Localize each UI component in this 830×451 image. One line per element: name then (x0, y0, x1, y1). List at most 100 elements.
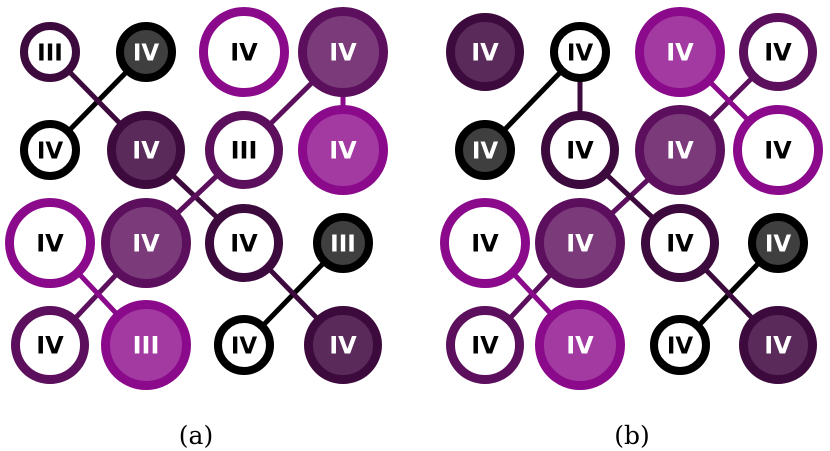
node-label: IV (666, 39, 694, 67)
node-label: IV (567, 40, 594, 66)
node-label: IV (566, 332, 594, 360)
lattice-node: IV (455, 120, 515, 180)
node-circle (101, 300, 191, 390)
node-label: IV (329, 332, 357, 360)
panel-a: III IV IV IV IV IV III IV IV IV IV III IV III IV IV (5, 7, 388, 390)
node-label: IV (133, 40, 160, 66)
lattice-node: IV (214, 315, 274, 375)
node-circle (535, 198, 625, 288)
node-circle (641, 204, 719, 282)
lattice-node: IV (205, 204, 283, 282)
lattice-node: IV (116, 22, 176, 82)
node-label: IV (329, 39, 357, 67)
node-circle (205, 204, 283, 282)
node-circle (11, 306, 89, 384)
node-label: IV (765, 231, 792, 257)
lattice-node: IV (107, 111, 185, 189)
node-circle (199, 7, 289, 97)
node-circle (446, 306, 524, 384)
node-circle (535, 300, 625, 390)
node-label: IV (132, 137, 160, 165)
lattice-node: IV (739, 306, 817, 384)
node-label: IV (230, 230, 258, 258)
lattice-node: IV (541, 111, 619, 189)
node-circle (650, 315, 710, 375)
node-label: III (37, 40, 63, 66)
node-circle (20, 120, 80, 180)
node-label: IV (764, 39, 792, 67)
node-label: IV (231, 333, 258, 359)
lattice-node: IV (20, 120, 80, 180)
lattice-node: IV (298, 105, 388, 195)
lattice-node: III (20, 22, 80, 82)
node-label: IV (36, 230, 64, 258)
lattice-node: IV (635, 105, 725, 195)
lattice-node: IV (446, 13, 524, 91)
node-label: IV (132, 230, 160, 258)
lattice-node: III (101, 300, 191, 390)
lattice-node: IV (535, 198, 625, 288)
node-label: IV (566, 137, 594, 165)
lattice-node: IV (11, 306, 89, 384)
lattice-node: IV (535, 300, 625, 390)
node-label: III (231, 137, 258, 165)
lattice-node: IV (641, 204, 719, 282)
node-circle (205, 111, 283, 189)
node-label: IV (230, 39, 258, 67)
panel-a-caption: (a) (179, 421, 213, 450)
node-circle (455, 120, 515, 180)
lattice-node: IV (733, 105, 823, 195)
node-circle (101, 198, 191, 288)
node-label: IV (666, 137, 694, 165)
panel-b-caption: (b) (614, 421, 650, 450)
node-circle (298, 7, 388, 97)
lattice-node: IV (440, 198, 530, 288)
lattice-node: IV (5, 198, 95, 288)
node-label: III (330, 231, 356, 257)
node-circle (550, 22, 610, 82)
lattice-node: IV (550, 22, 610, 82)
node-label: IV (471, 332, 499, 360)
lattice-node: IV (650, 315, 710, 375)
lattice-node: IV (748, 213, 808, 273)
node-label: IV (566, 230, 594, 258)
node-circle (541, 111, 619, 189)
node-label: IV (764, 137, 792, 165)
node-label: IV (667, 333, 694, 359)
node-circle (440, 198, 530, 288)
node-label: III (133, 332, 160, 360)
lattice-node: IV (101, 198, 191, 288)
panel-b: IV IV IV IV IV IV IV IV IV IV IV IV IV IV IV IV (440, 7, 823, 390)
node-circle (635, 105, 725, 195)
node-circle (5, 198, 95, 288)
node-label: IV (471, 39, 499, 67)
lattice-node: IV (635, 7, 725, 97)
node-circle (298, 105, 388, 195)
node-circle (739, 306, 817, 384)
lattice-node: III (205, 111, 283, 189)
node-circle (313, 213, 373, 273)
node-circle (107, 111, 185, 189)
node-circle (739, 13, 817, 91)
lattice-node: IV (199, 7, 289, 97)
node-circle (304, 306, 382, 384)
lattice-node: IV (298, 7, 388, 97)
node-label: IV (472, 138, 499, 164)
node-circle (446, 13, 524, 91)
node-label: IV (329, 137, 357, 165)
node-circle (116, 22, 176, 82)
node-circle (20, 22, 80, 82)
node-circle (635, 7, 725, 97)
node-label: IV (36, 332, 64, 360)
node-circle (214, 315, 274, 375)
lattice-node: III (313, 213, 373, 273)
lattice-node: IV (739, 13, 817, 91)
node-circle (748, 213, 808, 273)
node-circle (733, 105, 823, 195)
node-label: IV (666, 230, 694, 258)
node-label: IV (764, 332, 792, 360)
node-label: IV (471, 230, 499, 258)
node-label: IV (37, 138, 64, 164)
